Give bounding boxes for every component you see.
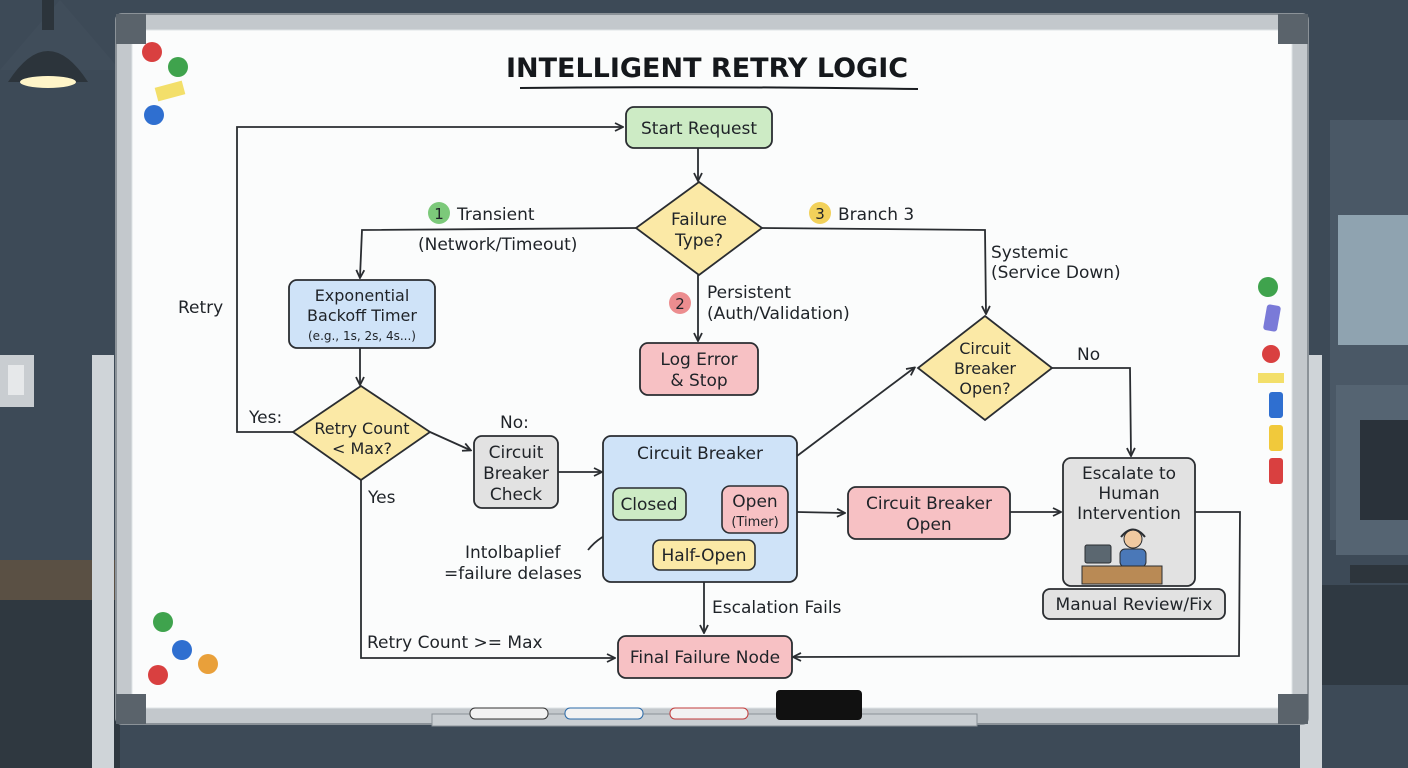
cb-check-line1: Circuit	[489, 443, 544, 463]
backoff-line2: Backoff Timer	[307, 306, 417, 325]
circuit-breaker-open-node: Circuit Breaker Open	[847, 486, 1011, 540]
magnet-green-icon	[153, 612, 173, 632]
log-error-node: Log Error & Stop	[639, 342, 759, 396]
open-timer-state	[721, 485, 789, 534]
magnet-yellow-icon	[1269, 425, 1283, 451]
badge-3-label: 3	[815, 205, 825, 223]
start-request-label: Start Request	[641, 119, 757, 139]
final-failure-label: Final Failure Node	[630, 648, 780, 668]
cb-open-q-line1: Circuit	[959, 339, 1011, 358]
no-label: No	[1077, 345, 1100, 365]
keyboard-icon	[1350, 565, 1408, 583]
service-down-label: (Service Down)	[991, 263, 1121, 283]
red-marker-icon[interactable]	[669, 707, 749, 720]
black-marker-icon[interactable]	[469, 707, 549, 720]
persistent-label: Persistent	[707, 283, 791, 303]
closed-state-label: Closed	[620, 495, 677, 515]
page-title: INTELLIGENT RETRY LOGIC	[506, 53, 908, 84]
monitor-icon	[1360, 420, 1408, 520]
log-error-line2: & Stop	[670, 371, 727, 391]
escalate-line3: Intervention	[1077, 504, 1181, 524]
magnet-red-icon	[1269, 458, 1283, 484]
eraser-icon[interactable]	[776, 690, 862, 720]
magnet-red-icon	[1262, 345, 1280, 363]
failure-type-line2: Type?	[674, 231, 723, 251]
circuit-breaker-open-decision: Circuit Breaker Open?	[916, 314, 1054, 422]
cb-check-line3: Check	[490, 485, 542, 505]
branch3-label: Branch 3	[838, 205, 914, 225]
badge-3	[809, 202, 831, 224]
no-colon-label: No:	[500, 413, 529, 433]
cb-open-q-line2: Breaker	[954, 359, 1016, 378]
cb-open-line1: Circuit Breaker	[866, 494, 992, 514]
transient-label: Transient	[456, 205, 535, 225]
backoff-line3: (e.g., 1s, 2s, 4s...)	[308, 329, 416, 343]
circuit-breaker-panel: Circuit Breaker Closed Open (Timer) Half…	[602, 435, 798, 583]
systemic-label: Systemic	[991, 243, 1068, 263]
backoff-line1: Exponential	[315, 286, 410, 305]
escalate-line2: Human	[1098, 484, 1159, 504]
manual-review-node: Manual Review/Fix	[1042, 588, 1226, 620]
final-failure-node: Final Failure Node	[617, 635, 793, 679]
retry-max-label: Retry Count >= Max	[367, 633, 543, 653]
note-line1: Intolbaplief	[465, 543, 561, 563]
exponential-backoff-node: Exponential Backoff Timer (e.g., 1s, 2s,…	[288, 279, 436, 349]
half-open-state-label: Half-Open	[662, 546, 747, 566]
magnet-green-icon	[1258, 277, 1278, 297]
badge-1	[428, 202, 450, 224]
retry-label: Retry	[178, 298, 223, 318]
blue-marker-icon[interactable]	[564, 707, 644, 720]
network-timeout-label: (Network/Timeout)	[418, 235, 577, 255]
sticky-note-icon	[1258, 373, 1284, 383]
lamp-icon	[8, 51, 88, 82]
magnet-purple-icon	[1263, 304, 1281, 332]
title-underline	[519, 86, 919, 90]
cb-open-q-line3: Open?	[959, 379, 1010, 398]
start-request-node: Start Request	[625, 106, 773, 149]
badge-2-label: 2	[675, 295, 685, 313]
auth-validation-label: (Auth/Validation)	[707, 304, 850, 324]
closed-state	[612, 487, 687, 521]
edge-labels: 1 Transient (Network/Timeout) 3 Branch 3…	[178, 202, 1121, 653]
cb-check-line2: Breaker	[483, 464, 549, 484]
failure-type-decision: Failure Type?	[634, 180, 764, 277]
log-error-line1: Log Error	[660, 350, 737, 370]
retry-count-line2: < Max?	[332, 439, 392, 458]
open-timer-label: (Timer)	[731, 515, 778, 530]
retry-count-decision: Retry Count < Max?	[291, 384, 432, 482]
sticky-note-icon	[154, 80, 186, 102]
magnet-green-icon	[168, 57, 188, 77]
magnet-red-icon	[148, 665, 168, 685]
yes-colon-label: Yes:	[248, 408, 282, 428]
magnet-blue-icon	[1269, 392, 1283, 418]
circuit-breaker-check-node: Circuit Breaker Check	[473, 435, 559, 509]
magnet-blue-icon	[172, 640, 192, 660]
half-open-state	[652, 539, 756, 571]
badge-1-label: 1	[434, 205, 444, 223]
manual-review-label: Manual Review/Fix	[1056, 595, 1213, 615]
badge-2	[669, 292, 691, 314]
cb-panel-title: Circuit Breaker	[637, 444, 763, 464]
yes-label: Yes	[367, 488, 396, 508]
cb-open-line2: Open	[906, 515, 951, 535]
magnet-orange-icon	[198, 654, 218, 674]
magnet-blue-icon	[144, 105, 164, 125]
human-operator-icon	[1081, 528, 1163, 585]
escalate-line1: Escalate to	[1082, 464, 1176, 484]
retry-count-line1: Retry Count	[314, 419, 409, 438]
magnets	[142, 42, 1284, 685]
open-state-label: Open	[732, 492, 777, 512]
note-line2: =failure delases	[444, 564, 582, 584]
escalate-human-node: Escalate to Human Intervention	[1062, 457, 1196, 587]
connectors	[236, 127, 1241, 658]
magnet-red-icon	[142, 42, 162, 62]
escalation-fails-label: Escalation Fails	[712, 598, 842, 618]
failure-type-line1: Failure	[671, 210, 727, 230]
